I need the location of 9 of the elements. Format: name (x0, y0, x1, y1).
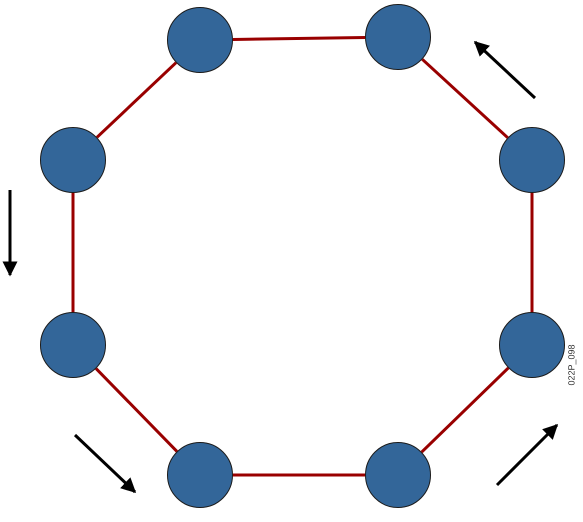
connector-line (94, 368, 178, 452)
figure-code: 022P_098 (566, 344, 576, 386)
connector-line (420, 366, 510, 454)
connector-line (232, 36, 366, 41)
connector-line (530, 193, 534, 312)
connector-line (421, 58, 509, 139)
connector-line (233, 474, 365, 476)
connector-line (72, 193, 74, 312)
connector-line (96, 62, 178, 138)
